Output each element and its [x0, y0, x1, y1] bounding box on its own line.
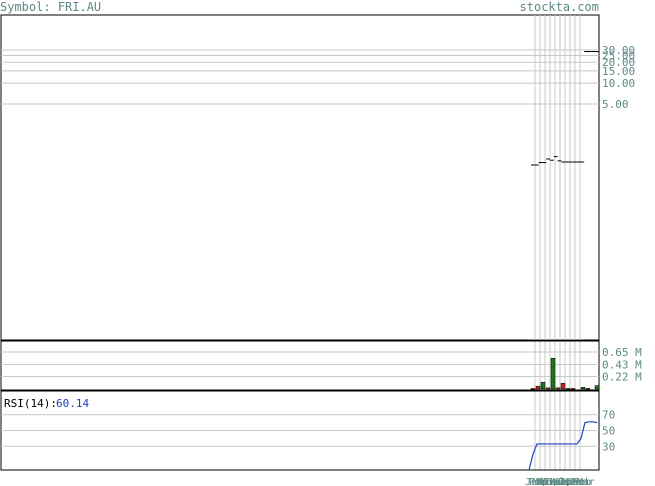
rsi-axis-ticks: 70 50 30: [602, 409, 615, 454]
brand-label: stockta.com: [519, 0, 599, 14]
symbol-header: Symbol: FRI.AU: [0, 0, 101, 14]
rsi-series: [528, 421, 598, 471]
volume-bar: [594, 385, 600, 390]
x-month-label: May: [540, 477, 558, 486]
price-grid: [1, 15, 599, 470]
price-tick-label: 30.00: [602, 44, 635, 57]
rsi-tick-label: 30: [602, 440, 615, 453]
x-month-label: Jun: [544, 477, 562, 486]
volume-axis-ticks: 0.65 M0.43 M0.22 M: [602, 346, 642, 383]
volume-bar: [580, 387, 586, 390]
volume-bar: [540, 381, 546, 390]
volume-bar: [560, 383, 566, 390]
x-month-label: Jul: [547, 477, 565, 486]
volume-bar: [530, 388, 536, 390]
price-tick-label: 10.00: [602, 77, 635, 90]
x-month-label: Dec: [566, 477, 584, 486]
volume-tick-label: 0.43 M: [602, 359, 642, 372]
x-month-label: Feb: [573, 477, 591, 486]
rsi-line: [528, 421, 598, 471]
volume-bar: [535, 385, 541, 390]
volume-bar: [565, 388, 571, 390]
x-month-label: Oct: [558, 477, 576, 486]
rsi-value: 60.14: [56, 397, 89, 410]
volume-bar: [585, 388, 591, 390]
x-month-label: Jan: [569, 477, 587, 486]
rsi-panel: 70 50 30 RSI(14): 60.14: [0, 390, 615, 471]
price-tick-label: 25.00: [602, 49, 635, 62]
volume-tick-label: 0.22 M: [602, 370, 642, 383]
rsi-grid: [1, 414, 599, 447]
volume-bar: [550, 358, 556, 390]
x-month-label: Feb: [529, 477, 547, 486]
volume-bar: [570, 388, 576, 390]
volume-panel: 0.65 M0.43 M0.22 M: [0, 340, 642, 391]
volume-panel-frame: [0, 340, 600, 391]
volume-bar: [545, 387, 551, 390]
x-axis-labels: JanFebMarAprMayJunJulAugSepOctNovDecJanF…: [525, 477, 595, 486]
x-month-label: Jan: [525, 477, 543, 486]
price-series: [531, 51, 600, 166]
rsi-tick-label: 70: [602, 409, 615, 422]
volume-bar: [555, 387, 561, 390]
x-month-label: Sep: [555, 477, 573, 486]
price-tick-label: 5.00: [602, 98, 629, 111]
rsi-tick-label: 50: [602, 425, 615, 438]
price-tick-label: 20.00: [602, 56, 635, 69]
volume-bars: [530, 358, 600, 390]
x-month-label: Nov: [562, 477, 580, 486]
volume-grid: [1, 351, 599, 377]
symbol-label: Symbol:: [0, 0, 51, 14]
x-month-label: Mar: [532, 477, 550, 486]
x-month-label: Mar: [577, 477, 595, 486]
rsi-label: RSI(14):: [4, 397, 57, 410]
price-tick-label: 15.00: [602, 65, 635, 78]
x-month-label: Aug: [551, 477, 569, 486]
volume-tick-label: 0.65 M: [602, 346, 642, 359]
symbol-value: FRI.AU: [57, 0, 102, 14]
price-panel-frame: [0, 14, 600, 341]
x-month-label: Apr: [536, 477, 554, 486]
